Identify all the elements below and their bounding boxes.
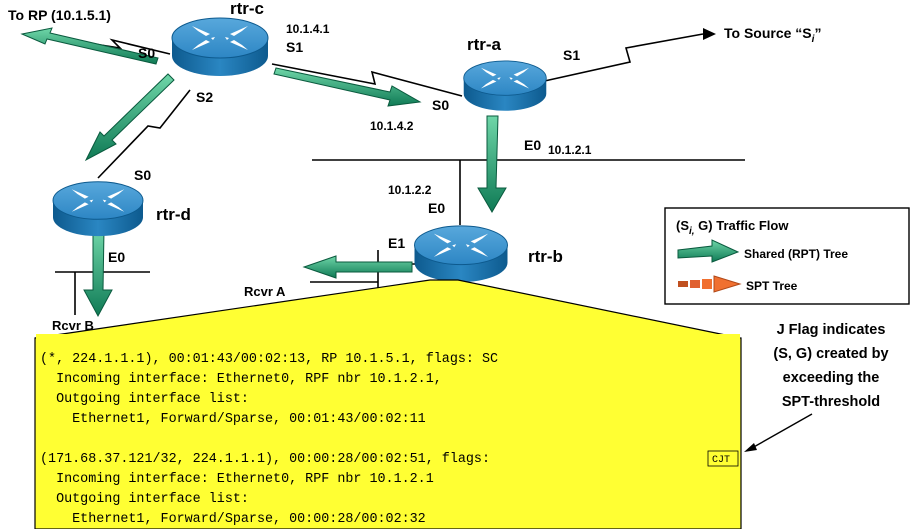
iface-c-s1-ip: 10.1.4.1 [286, 22, 330, 36]
arrow-a-to-b [477, 115, 507, 213]
callout-line-2: (S, G) created by [773, 346, 888, 362]
to-rp-label: To RP (10.1.5.1) [8, 7, 111, 23]
mroute-flags-cjt: CJT [712, 455, 730, 466]
mroute-line-6: (171.68.37.121/32, 224.1.1.1), 00:00:28/… [40, 452, 490, 467]
to-source-arrowhead [703, 28, 716, 40]
iface-a-s0-ip: 10.1.4.2 [370, 119, 414, 133]
rcvr-a-label: Rcvr A [244, 284, 286, 299]
label-rtr-d: rtr-d [156, 205, 191, 224]
arrow-c-to-a [273, 67, 422, 107]
mroute-line-7: Incoming interface: Ethernet0, RPF nbr 1… [40, 472, 434, 487]
to-source-label: To Source “Si” [724, 25, 821, 45]
mroute-line-8: Outgoing interface list: [40, 492, 249, 507]
wan-link-c-a [271, 63, 463, 97]
iface-a-e0-ip: 10.1.2.1 [548, 143, 592, 157]
iface-c-s1: S1 [286, 39, 303, 55]
callout-line-3: exceeding the [783, 370, 880, 386]
flags-highlight-box [707, 450, 739, 467]
legend-shared-arrow [677, 239, 740, 263]
legend-shared-label: Shared (RPT) Tree [744, 247, 848, 261]
legend-spt-arrow [678, 275, 742, 293]
mroute-line-2: Incoming interface: Ethernet0, RPF nbr 1… [40, 372, 442, 387]
router-icon-rtr-d [52, 181, 144, 237]
j-flag-callout: J Flag indicates (S, G) created by excee… [744, 322, 889, 452]
mroute-line-1: (*, 224.1.1.1), 00:01:43/00:02:13, RP 10… [40, 352, 498, 367]
label-rtr-b: rtr-b [528, 247, 563, 266]
iface-b-e0: E0 [428, 200, 445, 216]
iface-a-s0: S0 [432, 97, 449, 113]
iface-a-e0: E0 [524, 137, 541, 153]
label-rtr-a: rtr-a [467, 35, 502, 54]
label-rtr-c: rtr-c [230, 0, 264, 18]
mroute-line-3: Outgoing interface list: [40, 392, 249, 407]
legend: (Si, G) Traffic Flow Shared (RPT) Tree S… [664, 207, 910, 305]
wan-link-to-source [539, 33, 704, 83]
iface-d-s0: S0 [134, 167, 151, 183]
callout-line-1: J Flag indicates [777, 322, 886, 338]
callout-line-4: SPT-threshold [782, 394, 880, 410]
router-icon-rtr-a [463, 60, 547, 112]
legend-title: (Si, G) Traffic Flow [676, 218, 789, 237]
arrow-b-to-rcvr-a [302, 255, 413, 279]
arrow-c-to-d [84, 73, 175, 162]
iface-c-s0: S0 [138, 45, 155, 61]
legend-spt-label: SPT Tree [746, 279, 798, 293]
arrow-to-rp [20, 27, 159, 65]
iface-d-e0: E0 [108, 249, 125, 265]
router-icon-rtr-c [171, 17, 269, 77]
shared-tree-arrows [20, 27, 507, 318]
router-icon-rtr-b [413, 225, 509, 283]
wan-link-c-d [97, 89, 191, 179]
iface-b-e1: E1 [388, 235, 405, 251]
iface-b-e0-ip: 10.1.2.2 [388, 183, 432, 197]
iface-a-s1: S1 [563, 47, 580, 63]
mroute-output-box: (*, 224.1.1.1), 00:01:43/00:02:13, RP 10… [34, 279, 742, 529]
iface-c-s2: S2 [196, 89, 213, 105]
mroute-line-4: Ethernet1, Forward/Sparse, 00:01:43/00:0… [40, 412, 426, 427]
rcvr-b-label: Rcvr B [52, 318, 94, 333]
mroute-line-9: Ethernet1, Forward/Sparse, 00:00:28/00:0… [40, 512, 426, 527]
arrow-d-to-rcvr-b [83, 229, 113, 318]
